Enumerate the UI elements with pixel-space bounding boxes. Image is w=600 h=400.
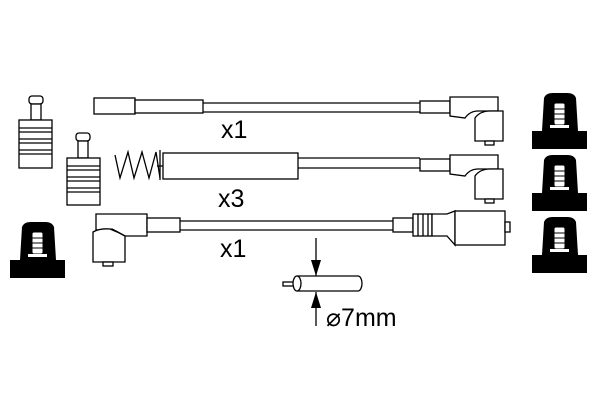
plug-terminal-2 — [66, 132, 101, 206]
plug-terminal-1 — [18, 95, 53, 169]
cap-left — [10, 222, 65, 278]
cable-3-quantity: x1 — [220, 235, 247, 263]
diameter-label: ⌀7mm — [326, 304, 397, 332]
cable-1 — [93, 96, 504, 146]
cable-1-quantity: x1 — [221, 116, 248, 144]
cap-right-3 — [532, 217, 587, 273]
cap-right-2 — [532, 155, 587, 211]
cap-right-1 — [532, 93, 587, 149]
diameter-annotation — [282, 238, 363, 326]
cable-2 — [114, 149, 504, 204]
cable-3 — [92, 210, 511, 267]
cable-2-quantity: x3 — [218, 185, 245, 213]
